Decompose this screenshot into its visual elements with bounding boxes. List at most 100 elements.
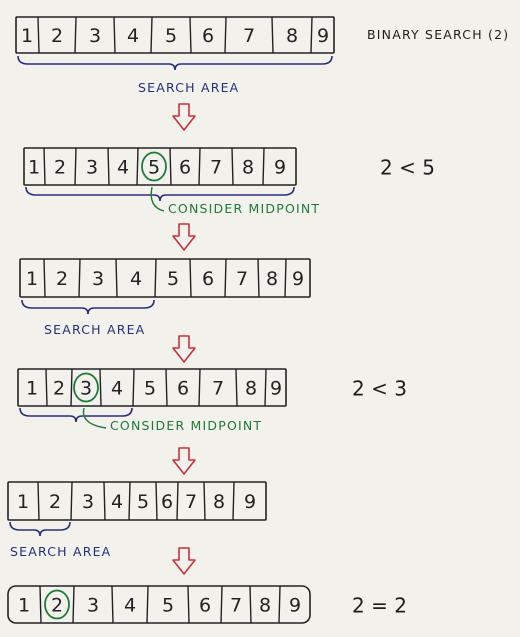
cell-divider [189,258,192,298]
cell-divider [150,16,153,54]
cell-divider [264,368,267,407]
array-cell-value: 8 [245,378,257,400]
cell-divider [70,368,73,407]
array-strip [19,258,311,298]
cell-divider [103,481,106,521]
array-cell-value: 3 [82,491,94,513]
cell-divider [146,585,149,624]
cell-divider [187,585,190,624]
array-cell-value: 7 [243,25,255,47]
pointer-line [82,407,107,429]
array-cell-value: 9 [289,595,301,617]
array-cell-value: 5 [165,25,177,47]
cell-divider [115,258,118,298]
cell-divider [128,481,131,521]
search-area-caption: SEARCH AREA [10,544,111,559]
cell-divider [284,258,287,298]
cell-divider [220,585,223,624]
cell-divider [37,16,40,54]
search-area-brace [19,407,133,423]
cell-divider [107,147,110,186]
cell-divider [45,368,48,407]
array-cell-value: 1 [21,25,33,47]
array-cell-value: 8 [286,25,298,47]
search-area-brace [25,186,295,202]
search-area-brace [17,55,333,71]
array-cell-value: 7 [236,268,248,290]
cell-divider [310,16,313,54]
array-strip [7,585,311,624]
array-cell-value: 6 [179,157,191,179]
array-cell-value: 8 [259,595,271,617]
array-strip [15,16,335,54]
array-strip [17,368,287,407]
cell-divider [257,258,260,298]
down-arrow [172,223,196,251]
array-cell-value: 1 [17,491,29,513]
cell-divider [74,16,77,54]
array-cell-value: 4 [117,157,129,179]
midpoint-circle [44,589,70,620]
cell-divider [262,147,265,186]
array-cell-value: 8 [242,157,254,179]
cell-divider [198,147,201,186]
cell-divider [165,368,168,407]
cell-divider [198,368,201,407]
cell-divider [232,481,235,521]
array-cell-value: 3 [92,268,104,290]
cell-divider [37,481,40,521]
cell-divider [189,16,192,54]
array-cell-value: 1 [28,157,40,179]
cell-divider [271,16,274,54]
array-cell-value: 2 [56,268,68,290]
cell-divider [132,368,135,407]
comparison-text: 2 = 2 [352,594,407,618]
midpoint-circle [73,372,99,403]
array-cell-value: 6 [202,25,214,47]
array-cell-value: 4 [111,491,123,513]
cell-divider [154,258,157,298]
array-cell-value: 2 [53,378,65,400]
comparison-text: 2 < 5 [380,156,435,180]
cell-divider [224,258,227,298]
midpoint-circle [141,151,167,182]
down-arrow [172,335,196,363]
array-cell-value: 6 [161,491,173,513]
array-cell-value: 3 [89,25,101,47]
array-cell-value: 2 [51,595,63,617]
cell-divider [111,585,114,624]
cell-divider [235,368,238,407]
array-cell-value: 5 [144,378,156,400]
cell-divider [74,147,77,186]
array-cell-value: 7 [210,157,222,179]
array-cell-value: 3 [86,157,98,179]
array-cell-value: 5 [162,595,174,617]
array-cell-value: 4 [124,595,136,617]
diagram-title: BINARY SEARCH (2) [367,27,509,42]
array-cell-value: 2 [49,491,61,513]
cell-divider [203,481,206,521]
search-area-brace [9,521,71,537]
cell-divider [99,368,102,407]
cell-divider [43,258,46,298]
array-cell-value: 9 [292,268,304,290]
cell-divider [70,481,73,521]
cell-divider [231,147,234,186]
array-cell-value: 1 [26,378,38,400]
array-cell-value: 1 [18,595,30,617]
cell-divider [136,147,139,186]
cell-divider [155,481,158,521]
array-cell-value: 5 [167,268,179,290]
array-cell-value: 5 [137,491,149,513]
cell-divider [176,481,179,521]
consider-midpoint-caption: CONSIDER MIDPOINT [168,201,320,216]
down-arrow [172,103,196,131]
down-arrow [172,447,196,475]
array-cell-value: 7 [212,378,224,400]
cell-divider [43,147,46,186]
cell-divider [39,585,42,624]
array-strip [23,147,297,186]
array-cell-value: 2 [51,25,63,47]
